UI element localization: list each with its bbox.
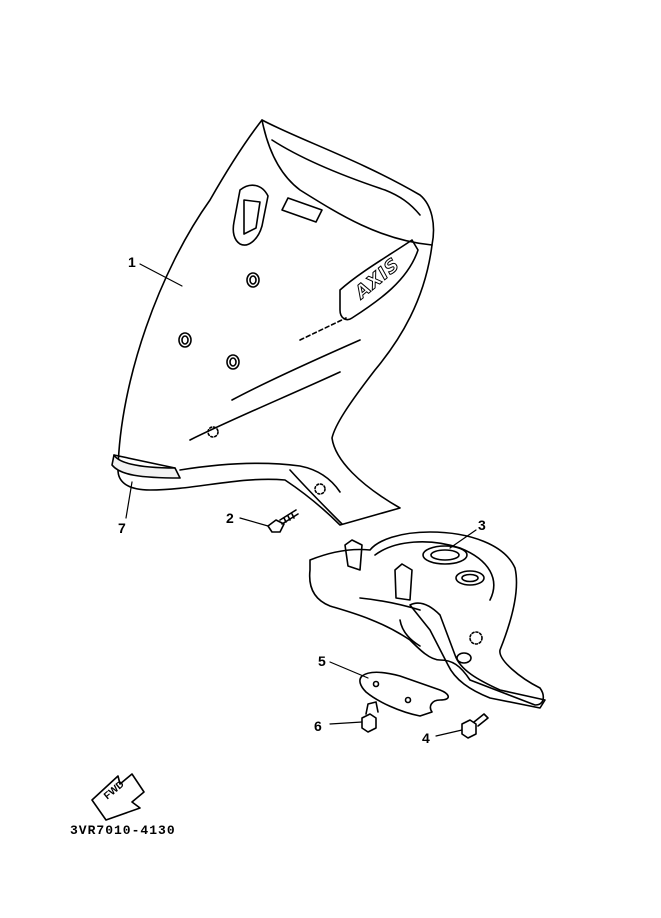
inner-holder xyxy=(310,532,545,708)
leader-lines xyxy=(126,264,476,736)
callout-5: 5 xyxy=(318,653,326,669)
fwd-arrow-icon xyxy=(92,774,144,820)
diagram-code: 3VR7010-4130 xyxy=(70,823,176,838)
callout-4: 4 xyxy=(422,730,430,746)
callout-6: 6 xyxy=(314,718,322,734)
leg-shield-cover xyxy=(112,120,434,525)
callout-1: 1 xyxy=(128,254,136,270)
bolt-part-6 xyxy=(362,702,378,732)
callout-3: 3 xyxy=(478,517,486,533)
callout-7: 7 xyxy=(118,520,126,536)
bolt-part-4 xyxy=(462,714,488,738)
bracket-plate xyxy=(360,672,448,716)
callout-2: 2 xyxy=(226,510,234,526)
screw-part-2 xyxy=(268,510,298,532)
